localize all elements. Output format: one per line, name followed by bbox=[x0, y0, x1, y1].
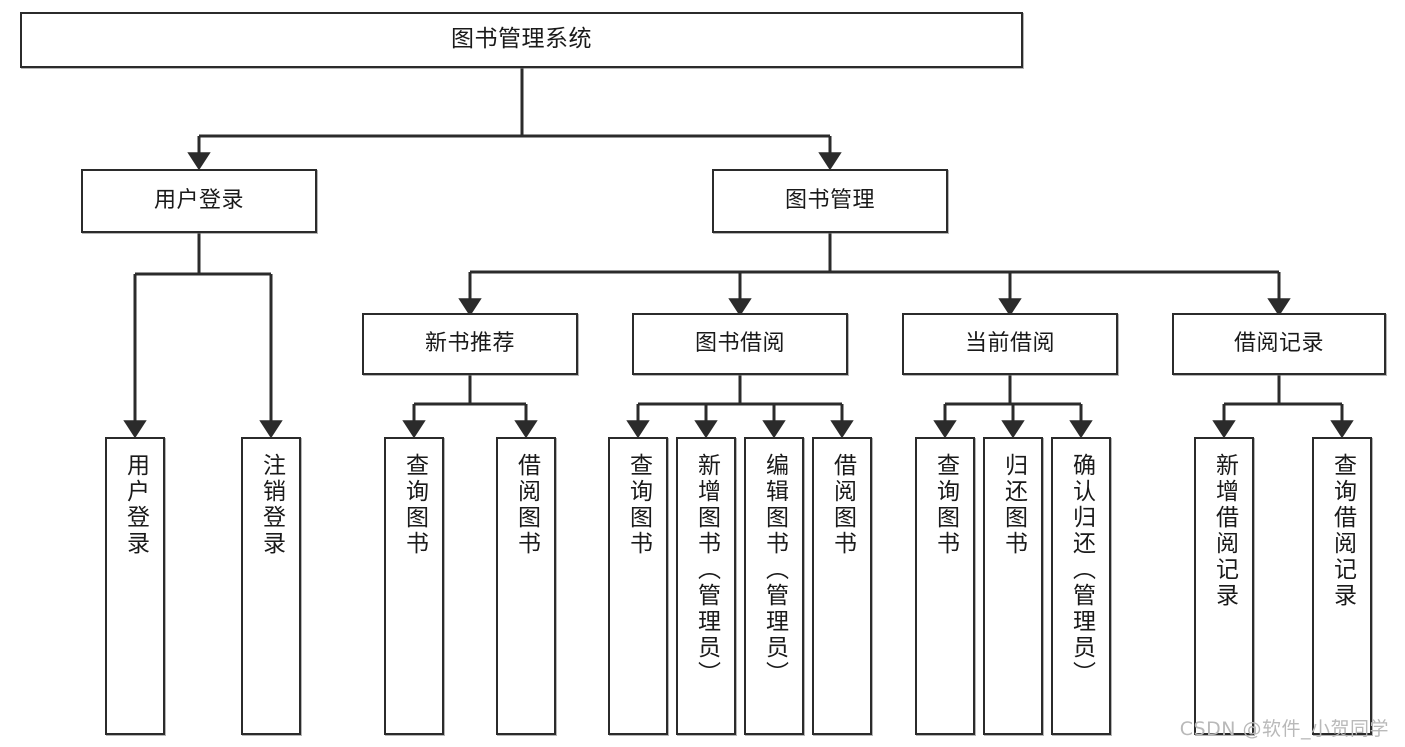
leaf-user-login-sign-in[interactable]: 用户登录 bbox=[105, 437, 165, 735]
leaf-book-borrow-query-book[interactable]: 查询图书 bbox=[608, 437, 668, 735]
node-label: 新增借阅记录 bbox=[1211, 453, 1238, 609]
node-label: 图书管理 bbox=[784, 187, 875, 213]
node-label: 新增图书（管理员） bbox=[693, 453, 720, 687]
node-label: 查询图书 bbox=[625, 453, 652, 557]
node-label: 注销登录 bbox=[258, 453, 285, 557]
leaf-current-borrow-query-book[interactable]: 查询图书 bbox=[915, 437, 975, 735]
node-borrow-record[interactable]: 借阅记录 bbox=[1172, 313, 1386, 375]
leaf-book-borrow-edit-book-admin[interactable]: 编辑图书（管理员） bbox=[744, 437, 804, 735]
node-book-management[interactable]: 图书管理 bbox=[712, 169, 948, 233]
leaf-book-borrow-add-book-admin[interactable]: 新增图书（管理员） bbox=[676, 437, 736, 735]
node-label: 图书借阅 bbox=[694, 330, 785, 356]
leaf-user-login-sign-out[interactable]: 注销登录 bbox=[241, 437, 301, 735]
node-book-borrow[interactable]: 图书借阅 bbox=[632, 313, 848, 375]
node-label: 借阅记录 bbox=[1233, 330, 1324, 356]
node-user-login[interactable]: 用户登录 bbox=[81, 169, 317, 233]
node-label: 查询借阅记录 bbox=[1329, 453, 1356, 609]
leaf-new-book-borrow-book[interactable]: 借阅图书 bbox=[496, 437, 556, 735]
node-label: 查询图书 bbox=[932, 453, 959, 557]
node-label: 当前借阅 bbox=[964, 330, 1055, 356]
leaf-borrow-record-add-record[interactable]: 新增借阅记录 bbox=[1194, 437, 1254, 735]
leaf-new-book-query-book[interactable]: 查询图书 bbox=[384, 437, 444, 735]
node-label: 借阅图书 bbox=[829, 453, 856, 557]
node-label: 查询图书 bbox=[401, 453, 428, 557]
node-current-borrow[interactable]: 当前借阅 bbox=[902, 313, 1118, 375]
node-label: 借阅图书 bbox=[513, 453, 540, 557]
node-label: 新书推荐 bbox=[424, 330, 515, 356]
leaf-current-borrow-confirm-return-admin[interactable]: 确认归还（管理员） bbox=[1051, 437, 1111, 735]
node-label: 确认归还（管理员） bbox=[1068, 453, 1095, 687]
node-label: 归还图书 bbox=[1000, 453, 1027, 557]
node-root-system[interactable]: 图书管理系统 bbox=[20, 12, 1023, 68]
node-label: 图书管理系统 bbox=[451, 26, 592, 53]
node-label: 用户登录 bbox=[122, 453, 149, 557]
leaf-current-borrow-return-book[interactable]: 归还图书 bbox=[983, 437, 1043, 735]
node-label: 编辑图书（管理员） bbox=[761, 453, 788, 687]
watermark-text: CSDN @软件_小贺同学 bbox=[1179, 718, 1389, 740]
node-new-book-recommend[interactable]: 新书推荐 bbox=[362, 313, 578, 375]
node-label: 用户登录 bbox=[153, 187, 244, 213]
leaf-book-borrow-borrow-book[interactable]: 借阅图书 bbox=[812, 437, 872, 735]
leaf-borrow-record-query-record[interactable]: 查询借阅记录 bbox=[1312, 437, 1372, 735]
